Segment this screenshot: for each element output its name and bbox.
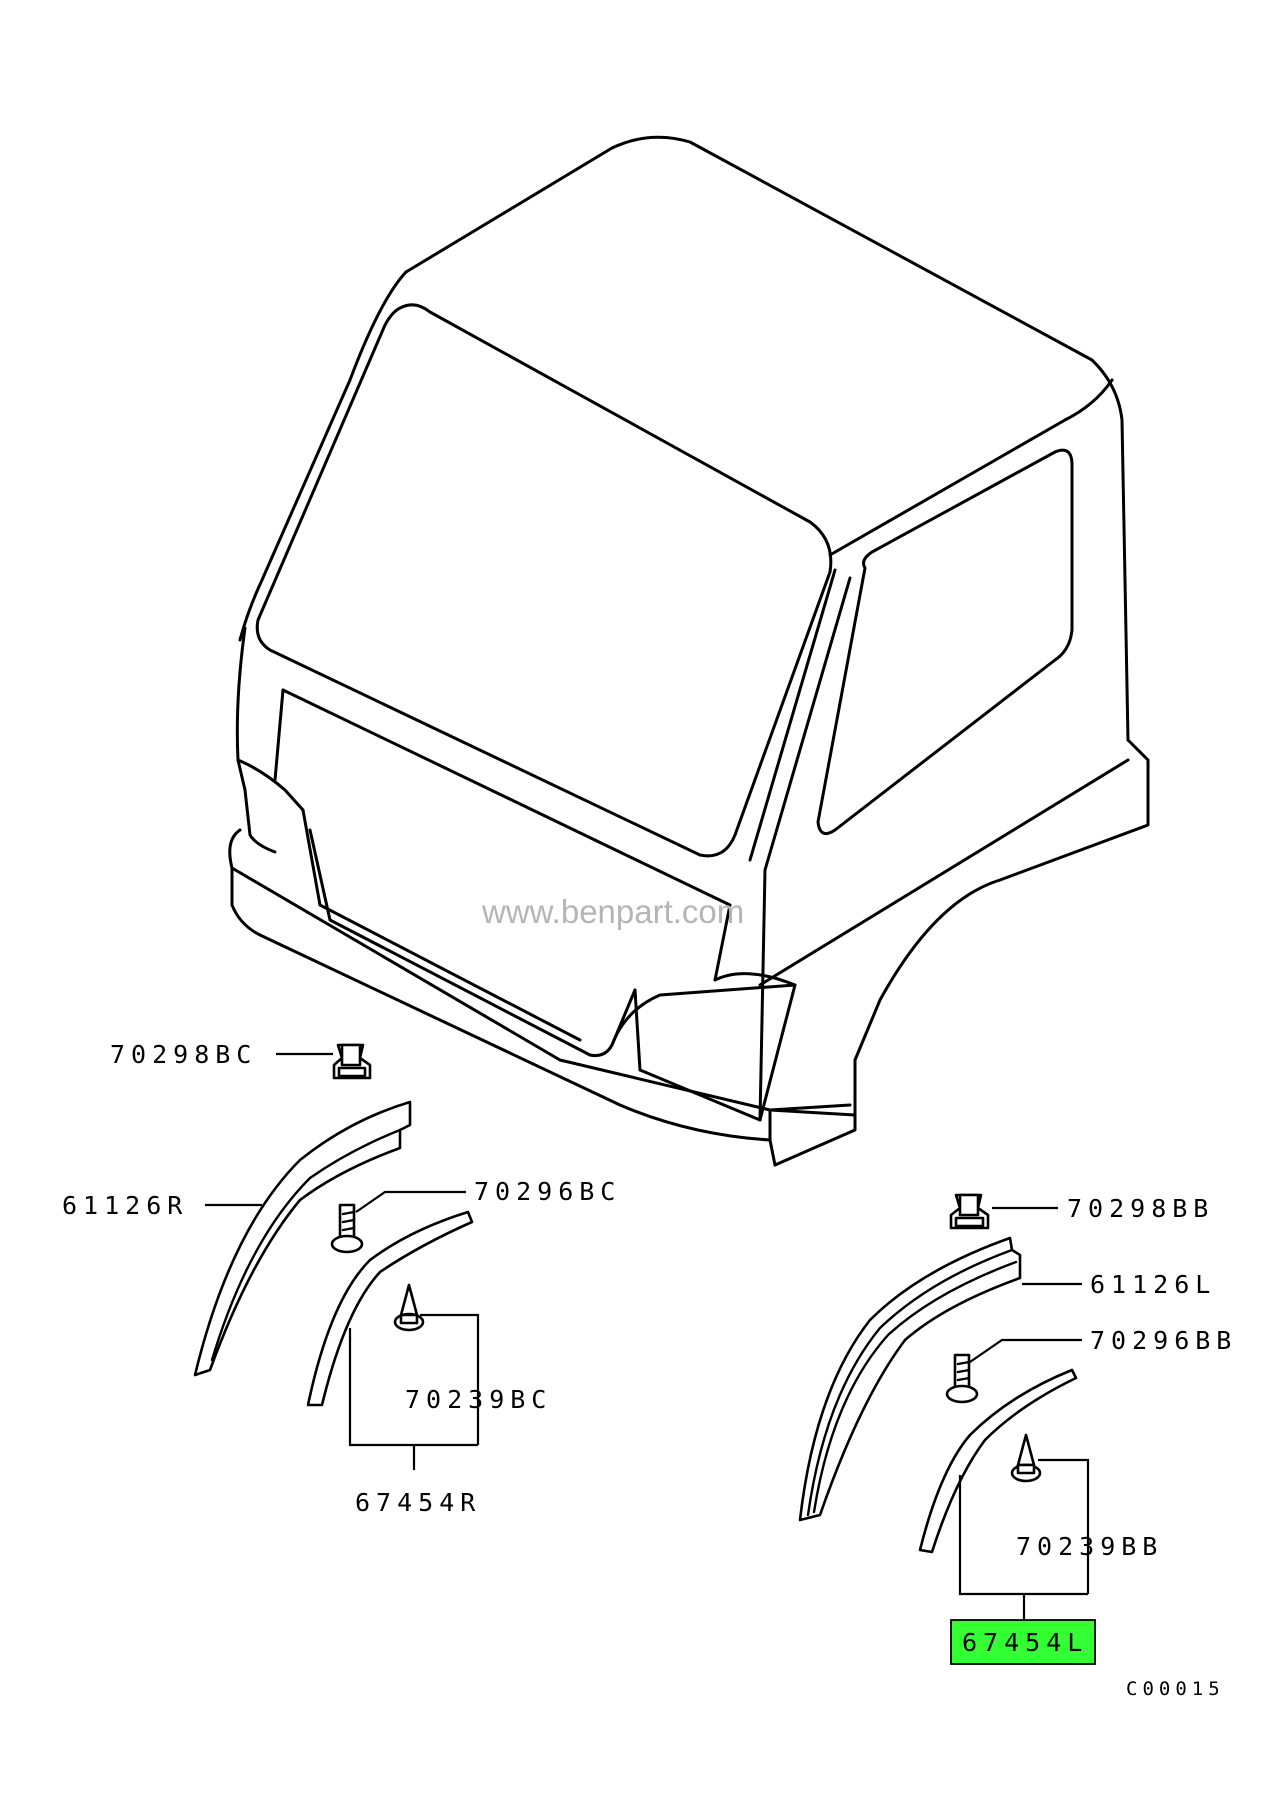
- moulding-61126r: [193, 1100, 412, 1377]
- part-label-70296bb: 70296BB: [1090, 1326, 1237, 1355]
- fastener-70239bb: [958, 1433, 1090, 1620]
- watermark-text: www.benpart.com: [481, 893, 744, 930]
- garnish-67454r: [306, 1210, 474, 1407]
- clip-70298bb: [949, 1193, 1058, 1230]
- part-label-67454l[interactable]: 67454L: [962, 1628, 1088, 1657]
- part-label-70239bb: 70239BB: [1016, 1532, 1163, 1561]
- clip-70298bc: [276, 1043, 372, 1080]
- garnish-67454l: [918, 1368, 1078, 1554]
- part-label-70239bc: 70239BC: [405, 1385, 552, 1414]
- part-label-61126l: 61126L: [1090, 1270, 1216, 1299]
- screw-70296bc: [330, 1190, 466, 1254]
- part-label-70296bc: 70296BC: [474, 1177, 621, 1206]
- fastener-70239bc: [348, 1283, 480, 1470]
- truck-cab-illustration: [228, 135, 1150, 1167]
- part-label-61126r: 61126R: [62, 1191, 188, 1220]
- part-label-70298bb: 70298BB: [1067, 1194, 1214, 1223]
- screw-70296bb: [945, 1338, 1082, 1404]
- highlight-box: [950, 1619, 1096, 1665]
- part-label-67454r: 67454R: [355, 1488, 481, 1517]
- moulding-61126l: [798, 1236, 1082, 1522]
- part-label-70298bc: 70298BC: [110, 1040, 257, 1069]
- diagram-code: C00015: [1126, 1678, 1225, 1700]
